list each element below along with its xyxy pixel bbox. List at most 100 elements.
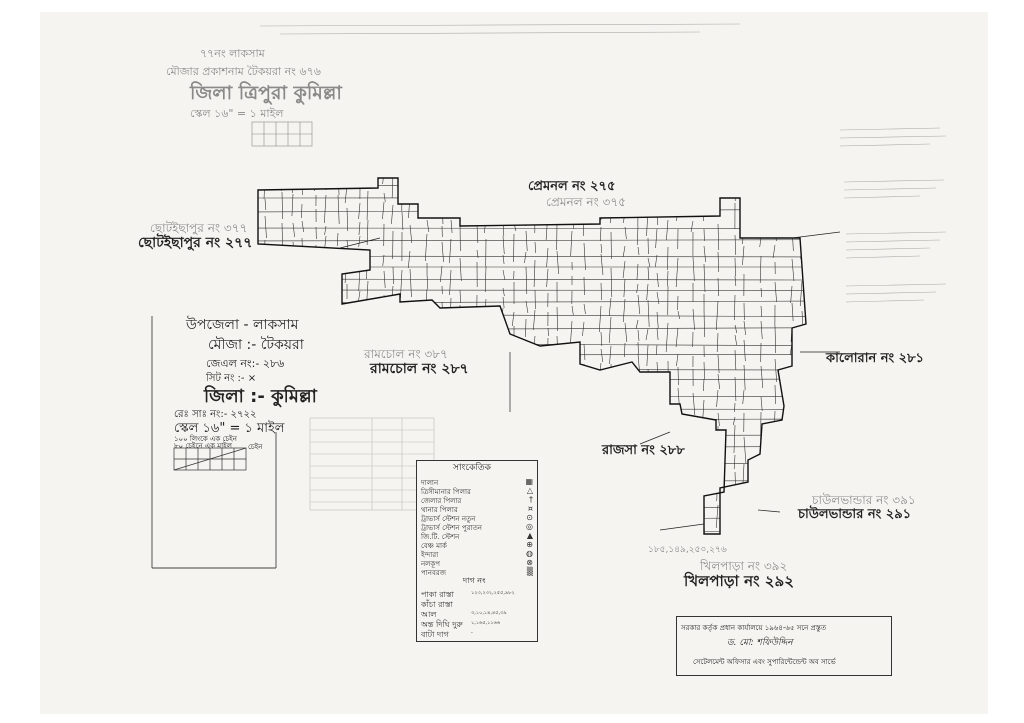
parcel-line	[734, 334, 738, 346]
parcel-line	[810, 442, 811, 463]
parcel-line	[409, 445, 412, 473]
parcel-line	[441, 199, 444, 225]
parcel-line	[692, 256, 695, 282]
parcel-line	[677, 516, 680, 534]
parcel-line	[484, 393, 487, 403]
parcel-line	[555, 361, 558, 371]
parcel-line	[610, 466, 612, 485]
parcel-line	[799, 280, 803, 307]
parcel-line	[313, 430, 317, 453]
parcel-line	[359, 178, 362, 181]
parcel-line	[569, 320, 573, 350]
info-district: জিলা :- কুমিল্লা	[204, 386, 317, 407]
parcel-line	[383, 415, 385, 425]
legend-item: নলকূপ	[421, 560, 441, 568]
parcel-line	[292, 484, 295, 507]
neighbor-far-east: চাউলভান্ডার নং ২৯১	[798, 507, 912, 522]
parcel-line	[600, 253, 604, 276]
parcel-line	[675, 257, 679, 288]
parcel-line	[525, 230, 528, 252]
parcel-line	[262, 520, 266, 534]
legend-box: সাংকেতিক দালান▦ত্রিসীমানার পিলার△জেলার প…	[416, 460, 538, 642]
parcel-line	[258, 418, 806, 422]
parcel-line	[299, 515, 303, 530]
parcel-line	[281, 191, 283, 220]
parcel-line	[324, 470, 327, 488]
parcel-line	[734, 275, 737, 287]
parcel-line	[636, 263, 639, 281]
legend-road-label: আল	[421, 610, 437, 619]
parcel-line	[600, 331, 603, 347]
parcel-line	[646, 283, 649, 301]
parcel-line	[281, 373, 285, 384]
parcel-line	[637, 246, 640, 256]
parcel-line	[391, 438, 394, 454]
parcel-line	[760, 287, 762, 298]
parcel-line	[775, 540, 777, 551]
parcel-line	[290, 411, 294, 439]
parcel-line	[264, 215, 267, 239]
attestation-box: সরকার কর্তৃক প্রধান কার্যালয়ে ১৯৬৪-৬৫ স…	[676, 616, 892, 676]
parcel-line	[359, 402, 361, 414]
parcel-line	[734, 471, 736, 491]
parcel-line	[383, 484, 386, 510]
parcel-line	[336, 387, 339, 402]
parcel-line	[692, 441, 694, 462]
legend-item: জেলার পিলার	[421, 497, 462, 505]
parcel-line	[440, 265, 443, 283]
parcel-line	[666, 219, 669, 241]
parcel-line	[484, 350, 487, 364]
legend-symbol: ▒	[526, 567, 533, 576]
parcel-line	[758, 200, 762, 215]
neighbor-center-south-old: রামচোল নং ৩৮৭	[364, 347, 448, 361]
parcel-line	[692, 516, 696, 534]
parcel-line	[715, 504, 719, 529]
parcel-line	[774, 325, 776, 354]
legend-title: সাংকেতিক	[453, 463, 491, 473]
parcel-line	[646, 209, 649, 237]
parcel-line	[800, 386, 803, 410]
info-mouza: মৌজা :- টৈকয়রা	[208, 337, 304, 353]
parcel-line	[407, 250, 411, 269]
parcel-line	[291, 539, 293, 556]
parcel-line	[458, 429, 461, 441]
parcel-line	[301, 220, 304, 233]
parcel-line	[502, 352, 505, 382]
parcel-line	[367, 364, 370, 376]
parcel-line	[359, 373, 362, 386]
parcel-line	[258, 327, 806, 331]
parcel-line	[715, 300, 719, 331]
scale-bar-label: চেইন	[248, 443, 263, 451]
parcel-line	[545, 428, 549, 439]
parcel-line	[513, 365, 516, 384]
parcel-line	[760, 214, 763, 232]
parcel-line	[358, 221, 361, 236]
parcel-line	[677, 310, 680, 320]
parcel-line	[692, 194, 696, 217]
parcel-line	[525, 203, 527, 227]
parcel-line	[408, 479, 411, 505]
parcel-line	[624, 322, 628, 343]
legend-symbol: †	[529, 495, 533, 504]
legend-symbol: ¤	[527, 504, 533, 513]
parcel-line	[547, 514, 551, 534]
plot-numbers-note: ১৮৫,১৪৯,২৫০,২৭৬	[648, 545, 727, 555]
legend-symbol: ⊗	[526, 558, 533, 567]
parcel-line	[476, 400, 479, 410]
parcel-line	[635, 408, 639, 427]
parcel-line	[325, 440, 328, 454]
parcel-line	[547, 337, 549, 364]
parcel-line	[582, 363, 585, 390]
parcel-line	[545, 371, 549, 382]
parcel-line	[742, 463, 745, 489]
parcel-line	[734, 498, 737, 527]
parcel-line	[624, 178, 628, 183]
parcel-line	[801, 355, 805, 380]
parcel-line	[450, 219, 453, 234]
parcel-line	[301, 431, 304, 457]
parcel-line	[366, 488, 369, 506]
parcel-line	[656, 424, 658, 445]
parcel-line	[624, 226, 627, 240]
parcel-line	[789, 391, 793, 402]
parcel-line	[449, 238, 452, 264]
